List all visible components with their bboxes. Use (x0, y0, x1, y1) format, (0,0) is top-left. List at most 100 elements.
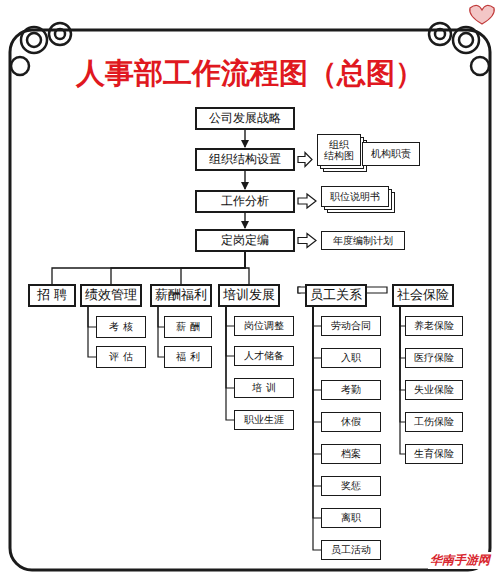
process-box: 组织结构设置 (195, 148, 295, 171)
task-box: 医疗保险 (405, 348, 463, 368)
bracket-line (226, 307, 234, 420)
bracket-line (313, 307, 321, 358)
tree-line (52, 252, 245, 284)
note-box: 年度编制计划 (321, 231, 405, 250)
node-text: 薪 酬 (176, 321, 199, 333)
tree-line (111, 252, 245, 284)
task-box: 生育保险 (405, 444, 463, 464)
task-box: 养老保险 (405, 316, 463, 336)
node-text: 劳动合同 (331, 320, 371, 332)
node-text: 职业生涯 (244, 414, 284, 426)
node-text: 休假 (341, 416, 361, 428)
node-text: 考勤 (341, 384, 361, 396)
node-text: 定岗定编 (221, 234, 269, 248)
bracket-line (313, 307, 321, 454)
node-text: 失业保险 (414, 384, 454, 396)
node-text: 机构职责 (371, 148, 411, 160)
bracket-line (313, 307, 321, 486)
node-text: 入职 (341, 352, 361, 364)
node-text: 培 训 (252, 382, 275, 394)
task-box: 工伤保险 (405, 412, 463, 432)
block-arrow (298, 194, 316, 208)
category-box: 招 聘 (28, 284, 76, 307)
process-box: 定岗定编 (195, 229, 295, 252)
block-arrow (298, 153, 312, 167)
bracket-line (88, 307, 96, 357)
note-box: 机构职责 (362, 142, 420, 166)
task-box: 失业保险 (405, 380, 463, 400)
node-text: 离职 (341, 512, 361, 524)
node-text: 岗位调整 (244, 320, 284, 332)
node-text: 养老保险 (414, 320, 454, 332)
node-text: 档案 (341, 448, 361, 460)
document-box: 职位说明书 (321, 186, 389, 207)
node-text: 医疗保险 (414, 352, 454, 364)
node-text: 评 估 (109, 351, 132, 363)
document-box: 组织 结构图 (317, 134, 361, 166)
bracket-line (313, 307, 321, 518)
watermark-text: 华南手游网 (430, 553, 490, 567)
bracket-line (313, 307, 321, 326)
category-box: 员工关系 (305, 284, 367, 307)
bracket-line (88, 307, 96, 327)
node-text: 职位说明书 (330, 191, 380, 203)
node-text: 工作分析 (221, 195, 269, 209)
category-box: 绩效管理 (80, 284, 142, 307)
diagram-title: 人事部工作流程图（总图） (0, 54, 500, 94)
block-arrow (298, 234, 316, 248)
heart-icon (470, 5, 495, 24)
node-text: 公司发展战略 (209, 112, 281, 126)
bracket-line (226, 307, 234, 388)
flow-arrow (244, 171, 245, 189)
node-text: 招 聘 (37, 288, 67, 303)
category-box: 社会保险 (392, 284, 454, 307)
bracket-line (226, 307, 234, 356)
task-box: 考 核 (96, 316, 146, 338)
category-box: 薪酬福利 (150, 284, 212, 307)
node-text: 工伤保险 (414, 416, 454, 428)
node-text: 培训发展 (223, 288, 275, 303)
node-text: 员工关系 (310, 288, 362, 303)
task-box: 评 估 (96, 346, 146, 368)
node-text: 考 核 (109, 321, 132, 333)
frame-border (10, 30, 490, 570)
process-box: 工作分析 (195, 190, 295, 213)
task-box: 离职 (321, 508, 381, 528)
tree-line (181, 252, 245, 284)
node-text: 福 利 (176, 351, 199, 363)
task-box: 岗位调整 (234, 316, 294, 336)
task-box: 入职 (321, 348, 381, 368)
node-text: 人才储备 (244, 350, 284, 362)
node-text: 薪酬福利 (155, 288, 207, 303)
node-text: 组织结构设置 (209, 153, 281, 167)
task-box: 培 训 (234, 378, 294, 398)
title-text: 人事部工作流程图（总图） (76, 56, 424, 90)
flow-arrow (244, 213, 245, 228)
task-box: 奖惩 (321, 476, 381, 496)
task-box: 员工活动 (321, 540, 381, 560)
node-text: 组织 结构图 (318, 139, 360, 162)
bracket-line (313, 307, 321, 550)
node-text: 年度编制计划 (333, 235, 393, 247)
task-box: 职业生涯 (234, 410, 294, 430)
bracket-line (313, 307, 321, 390)
node-text: 奖惩 (341, 480, 361, 492)
node-text: 员工活动 (331, 544, 371, 556)
tree-line (245, 252, 249, 284)
task-box: 劳动合同 (321, 316, 381, 336)
task-box: 考勤 (321, 380, 381, 400)
node-text: 生育保险 (414, 448, 454, 460)
node-text: 社会保险 (397, 288, 449, 303)
bracket-line (226, 307, 234, 326)
task-box: 休假 (321, 412, 381, 432)
task-box: 档案 (321, 444, 381, 464)
task-box: 薪 酬 (164, 316, 212, 338)
node-text: 绩效管理 (85, 288, 137, 303)
task-box: 福 利 (164, 346, 212, 368)
flow-arrow (244, 130, 245, 147)
watermark: 华南手游网 (428, 552, 492, 569)
bracket-line (313, 307, 321, 422)
process-box: 公司发展战略 (195, 107, 295, 130)
task-box: 人才储备 (234, 346, 294, 366)
